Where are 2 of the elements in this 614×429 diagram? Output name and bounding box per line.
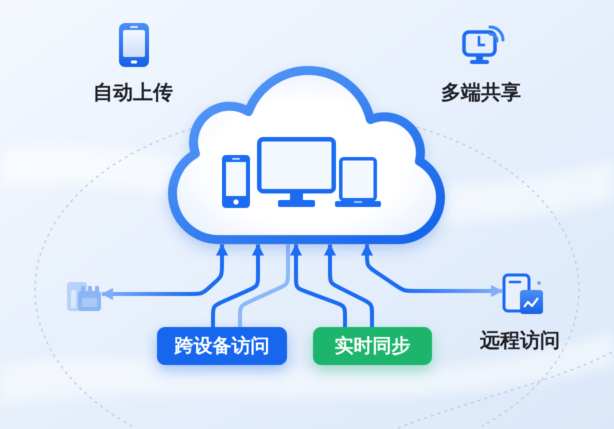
feature-label: 自动上传 — [93, 80, 173, 104]
feature-label: 多端共享 — [441, 80, 521, 104]
